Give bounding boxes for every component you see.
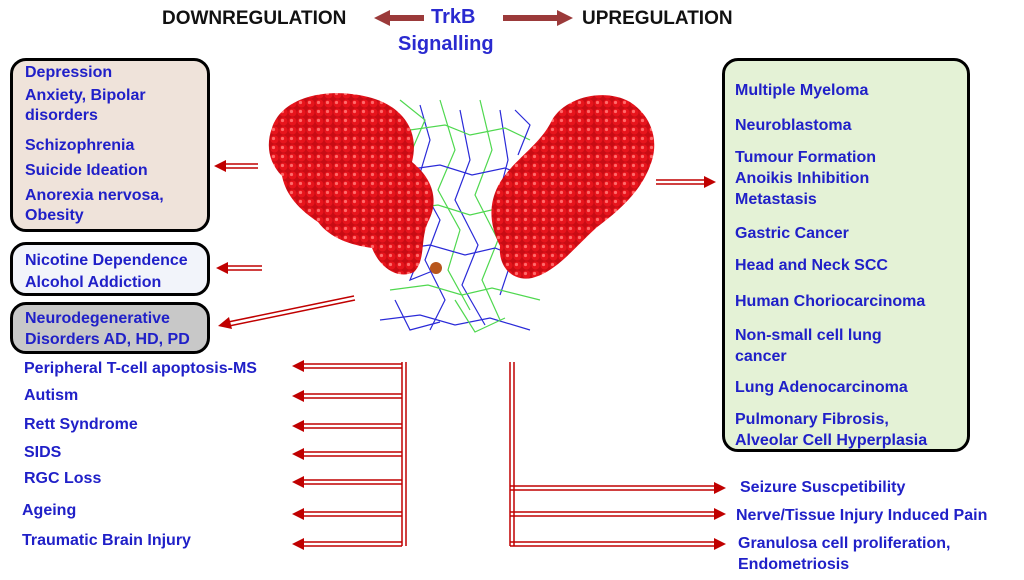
list-item: Metastasis xyxy=(735,191,817,208)
neurodegenerative-box: Neurodegenerative Disorders AD, HD, PD xyxy=(10,302,210,354)
list-item: Anxiety, Bipolar xyxy=(25,87,146,104)
list-item: Gastric Cancer xyxy=(735,225,849,242)
list-item: Alveolar Cell Hyperplasia xyxy=(735,432,928,449)
list-item: Anorexia nervosa, xyxy=(25,187,164,204)
list-item: cancer xyxy=(735,348,787,365)
list-item: Pulmonary Fibrosis, xyxy=(735,411,889,428)
list-item: Lung Adenocarcinoma xyxy=(735,379,908,396)
header-left-arrow xyxy=(374,10,424,26)
list-item: Tumour Formation xyxy=(735,149,877,166)
down-list-item: Ageing xyxy=(22,502,77,519)
list-item: Suicide Ideation xyxy=(25,162,148,179)
up-list-item: Granulosa cell proliferation, xyxy=(738,535,951,552)
addiction-box: Nicotine Dependence Alcohol Addiction xyxy=(10,242,210,296)
list-item: Head and Neck SCC xyxy=(735,257,888,274)
list-item: Obesity xyxy=(25,207,84,224)
list-item: Disorders AD, HD, PD xyxy=(25,331,190,348)
list-item: Schizophrenia xyxy=(25,137,135,154)
list-item: Depression xyxy=(25,64,113,81)
trkb-label: TrkB xyxy=(431,6,476,28)
down-list-item: Rett Syndrome xyxy=(24,416,138,433)
list-item: Nicotine Dependence xyxy=(25,252,188,269)
list-item: Non-small cell lung xyxy=(735,327,882,344)
up-list-item: Nerve/Tissue Injury Induced Pain xyxy=(736,507,988,524)
up-list-item: Endometriosis xyxy=(738,556,850,573)
list-item: Anoikis Inhibition xyxy=(735,170,870,187)
list-item: disorders xyxy=(25,107,98,124)
list-item: Multiple Myeloma xyxy=(735,82,869,99)
list-item: Neuroblastoma xyxy=(735,117,852,134)
signalling-label: Signalling xyxy=(398,33,494,55)
cancer-disorders-box: Multiple Myeloma Neuroblastoma Tumour Fo… xyxy=(722,58,970,452)
up-list-item: Seizure Suscpetibility xyxy=(740,479,906,496)
list-item: Human Choriocarcinoma xyxy=(735,293,926,310)
upregulation-label: UPREGULATION xyxy=(582,8,733,29)
down-list-item: Autism xyxy=(24,387,79,404)
header-right-arrow xyxy=(503,10,573,26)
list-item: Neurodegenerative xyxy=(25,310,170,327)
psychiatric-disorders-box: Depression Anxiety, Bipolar disorders Sc… xyxy=(10,58,210,232)
down-list-item: RGC Loss xyxy=(24,470,102,487)
trkb-protein-structure xyxy=(268,93,655,333)
down-list-item: Peripheral T-cell apoptosis-MS xyxy=(24,360,257,377)
down-list-item: SIDS xyxy=(24,444,62,461)
down-list-item: Traumatic Brain Injury xyxy=(22,532,191,549)
list-item: Alcohol Addiction xyxy=(25,274,162,291)
downregulation-label: DOWNREGULATION xyxy=(162,8,347,29)
